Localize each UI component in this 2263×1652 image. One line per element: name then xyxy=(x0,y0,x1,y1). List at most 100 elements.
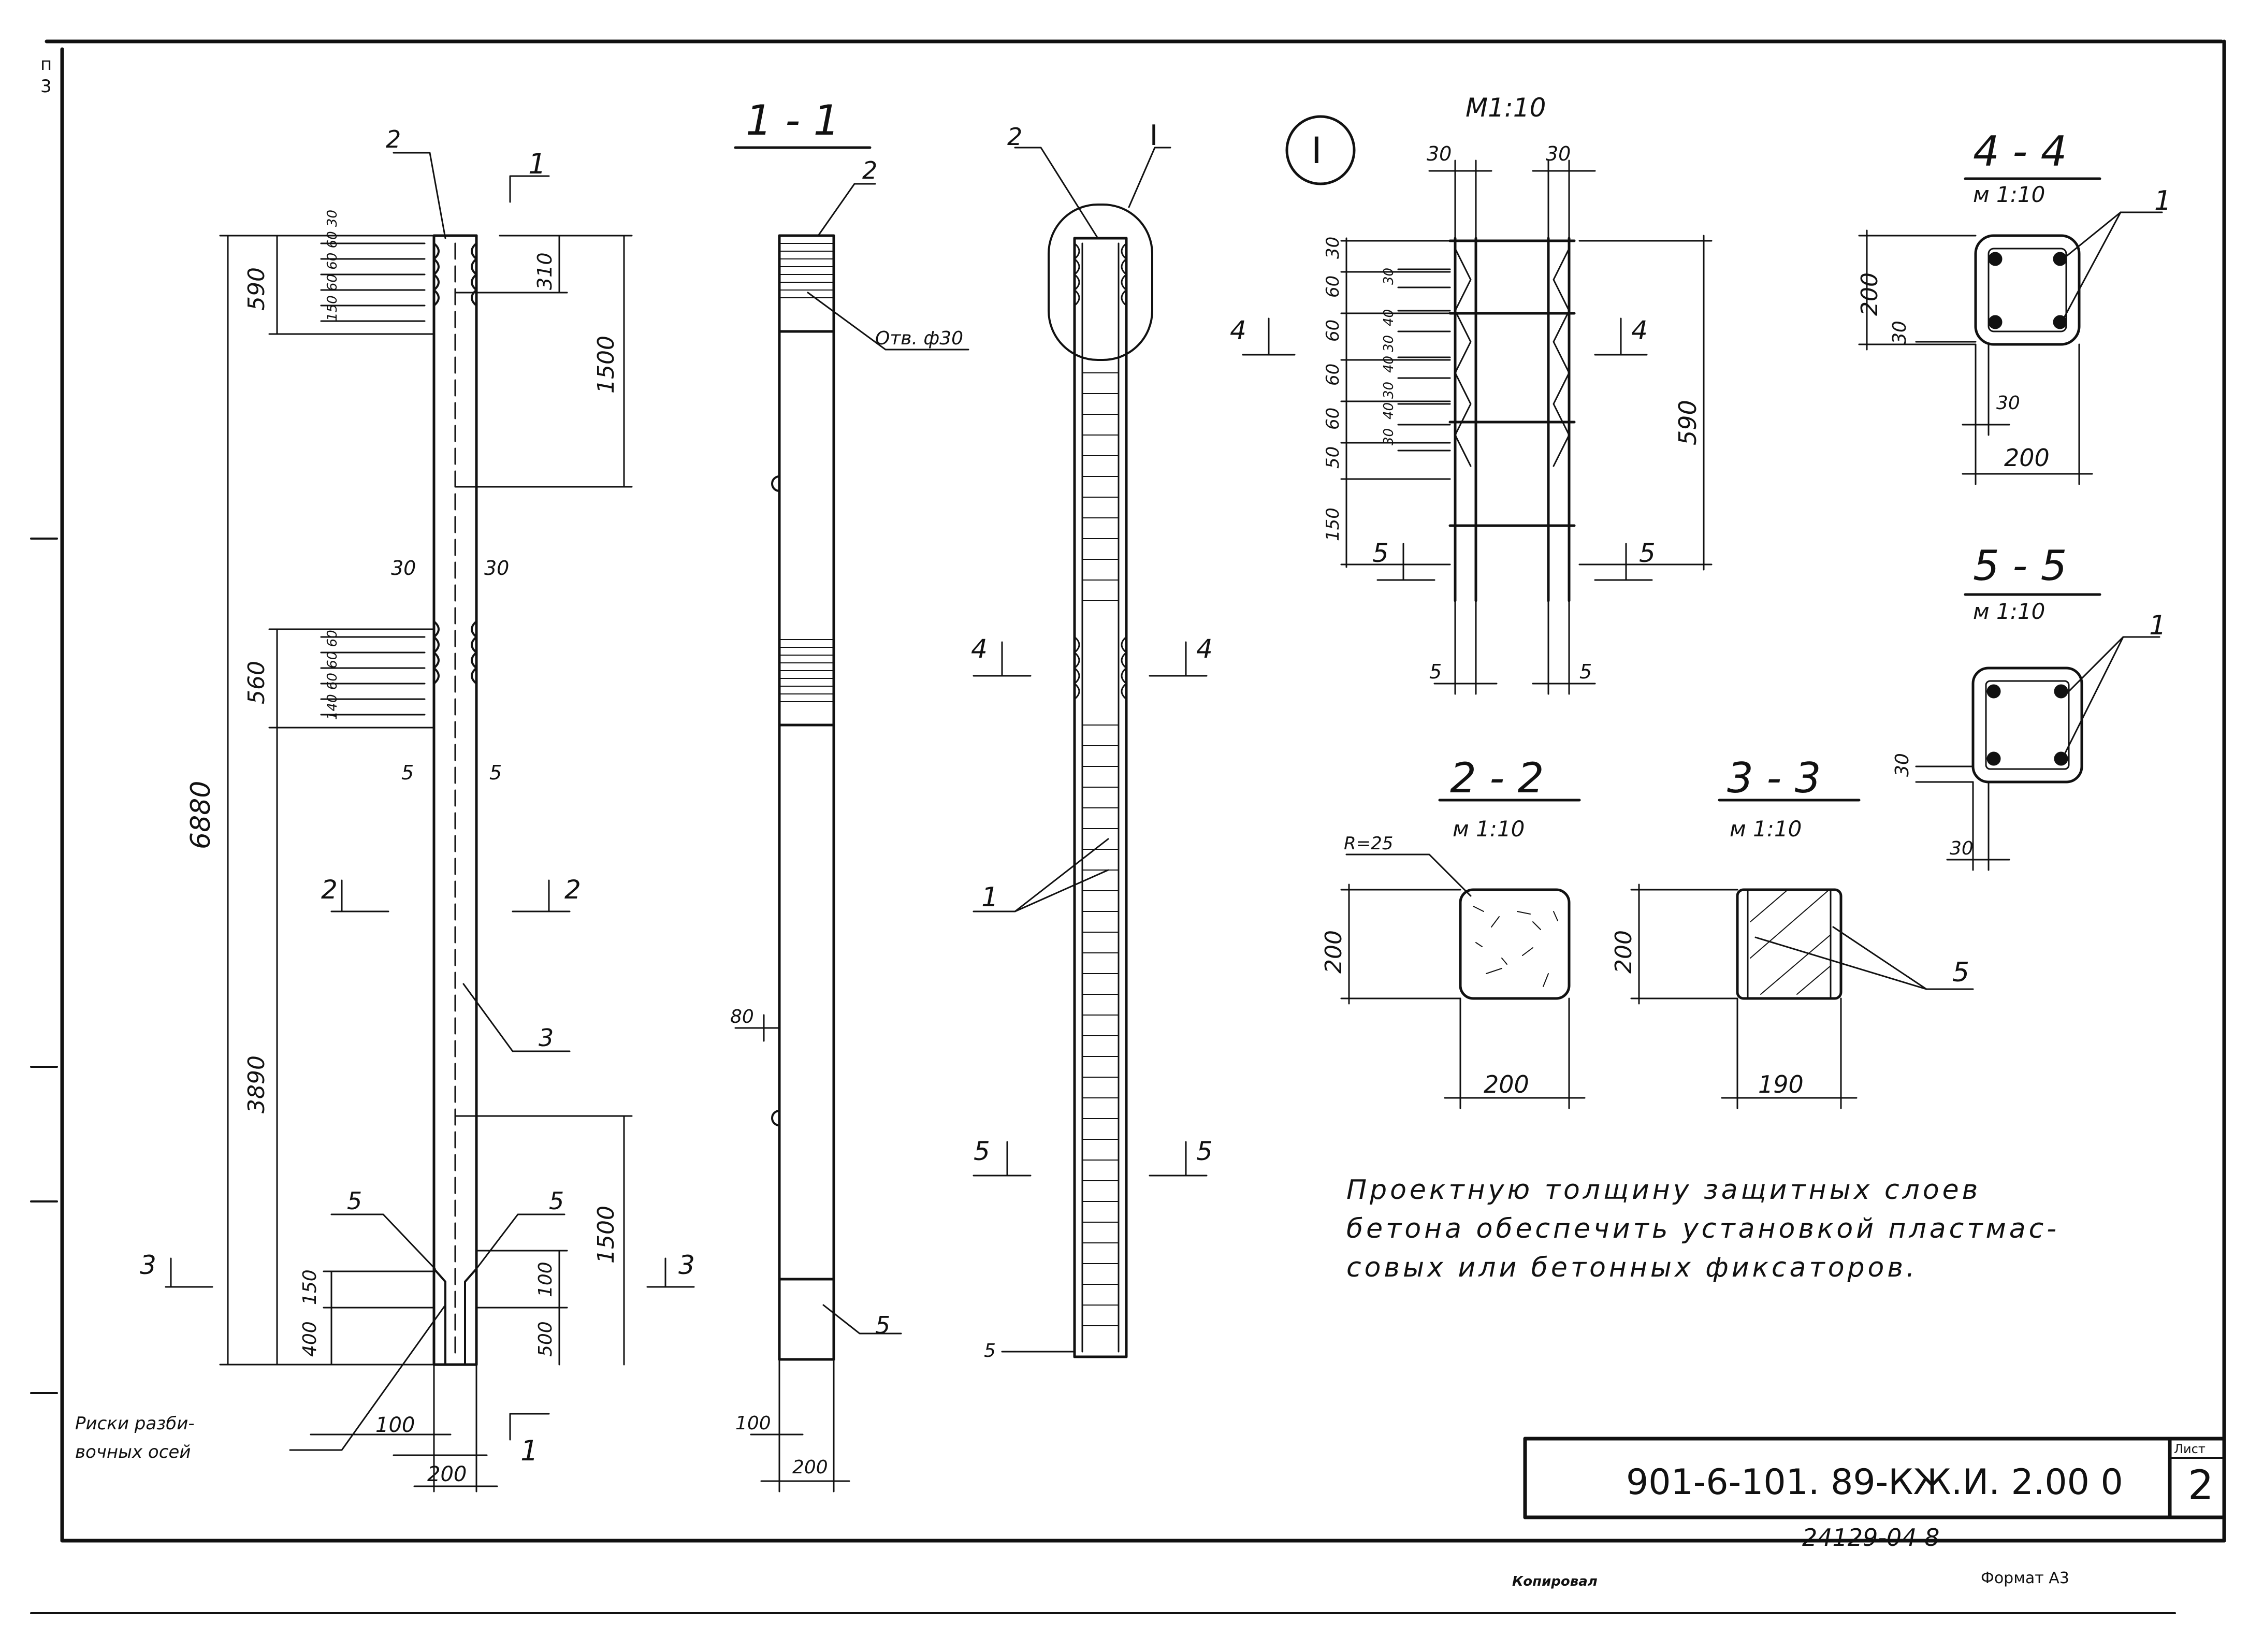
section-1-1-dim-100: 100 xyxy=(735,1413,771,1434)
section-4-4-dimensions xyxy=(1858,211,2163,485)
column-elevation-dimensions xyxy=(165,152,695,1492)
dim-top-zone: 590 xyxy=(243,267,270,311)
detail-I-label: I xyxy=(1311,129,1322,172)
detail-I-mark-4-left: 4 xyxy=(1230,315,1246,345)
callout-5-left: 5 xyxy=(347,1187,362,1215)
section-1-1-callout-2: 2 xyxy=(862,156,877,184)
section-2-2-concrete xyxy=(1473,906,1558,987)
sheet-label: Лист xyxy=(2174,1442,2206,1456)
reinforcement-mark-5-left: 5 xyxy=(974,1136,990,1166)
reinforcement-mark-4-right: 4 xyxy=(1196,634,1213,664)
section-4-4-callout-1: 1 xyxy=(2154,185,2171,216)
section-mark-1-bottom: 1 xyxy=(520,1434,538,1467)
section-5-5-labels: 5 - 5 м 1:10 1 30 30 xyxy=(1892,542,2166,859)
title-block xyxy=(1523,1437,2226,1519)
dim-310: 310 xyxy=(533,252,556,290)
column-elevation-labels: 6880 590 560 3890 1500 1500 310 30 30 5 … xyxy=(75,125,695,1486)
callout-3: 3 xyxy=(539,1024,554,1052)
section-5-5-title: 5 - 5 xyxy=(1973,542,2067,590)
section-3-3-dimensions xyxy=(1630,883,1974,1109)
section-1-1-dimensions xyxy=(734,183,969,1492)
section-1-1-dim-200: 200 xyxy=(792,1457,828,1478)
sheet-number: 2 xyxy=(2188,1462,2214,1509)
section-1-1-labels: 1 - 1 2 5 Отв. ф30 80 100 200 xyxy=(730,96,963,1478)
margin-mark-top: п xyxy=(40,54,52,75)
detail-I-left-60d: 60 xyxy=(1323,408,1343,430)
section-mark-2-left: 2 xyxy=(321,875,338,905)
dim-width-200: 200 xyxy=(427,1462,467,1486)
section-4-4-dim-h: 200 xyxy=(1856,272,1883,316)
dim-400: 400 xyxy=(299,1321,321,1357)
note-line-1: Проектную толщину защитных слоев xyxy=(1346,1175,1981,1206)
dim-top-stack: 150 60 60 60 30 xyxy=(325,210,340,321)
section-mark-1-top: 1 xyxy=(528,148,546,180)
hole-label: Отв. ф30 xyxy=(875,328,963,349)
section-1-1-title: 1 - 1 xyxy=(746,96,840,144)
reinforcement-callout-2: 2 xyxy=(1007,123,1022,151)
dim-100: 100 xyxy=(535,1262,556,1297)
section-3-3-scale: м 1:10 xyxy=(1730,816,1802,842)
section-5-5-scale: м 1:10 xyxy=(1973,599,2045,624)
section-3-3-dim-h: 200 xyxy=(1611,930,1637,974)
detail-I-left-60c: 60 xyxy=(1323,364,1343,386)
section-3-3-title: 3 - 3 xyxy=(1727,754,1821,802)
section-4-4-scale: м 1:10 xyxy=(1973,182,2045,207)
detail-I-dimensions xyxy=(1242,160,1713,695)
margin-mark-bottom: 3 xyxy=(40,76,52,97)
detail-I-left-50: 50 xyxy=(1323,446,1343,469)
detail-I-inner-40a: 40 xyxy=(1381,309,1397,326)
detail-I-drawing xyxy=(1285,115,1576,602)
detail-I-left-150: 150 xyxy=(1323,508,1343,541)
detail-I-dim-5a: 5 xyxy=(1429,660,1442,683)
detail-I-left-60b: 60 xyxy=(1323,320,1343,342)
section-4-4-dim-c1: 30 xyxy=(1889,321,1910,344)
dim-30a: 30 xyxy=(391,557,416,579)
detail-I-mark-4-right: 4 xyxy=(1631,315,1648,345)
section-2-2-drawing xyxy=(1438,799,1581,1000)
detail-I-dim-5b: 5 xyxy=(1579,660,1592,683)
dim-150: 150 xyxy=(299,1269,321,1305)
section-5-5-callout-1: 1 xyxy=(2149,610,2166,641)
copied-label: Копировал xyxy=(1512,1574,1598,1589)
section-3-3-dim-w: 190 xyxy=(1758,1070,1804,1098)
dim-30b: 30 xyxy=(484,557,509,579)
reinforcement-dim-5: 5 xyxy=(984,1340,996,1361)
detail-I-left-30: 30 xyxy=(1323,237,1343,259)
note-line-3: совых или бетонных фиксаторов. xyxy=(1346,1252,1918,1283)
dim-mid-zone: 560 xyxy=(243,661,270,704)
reinforcement-labels: 2 I 1 4 4 5 5 5 xyxy=(971,119,1213,1361)
section-2-2-dim-h: 200 xyxy=(1321,930,1347,974)
detail-I-inner-30d: 30 xyxy=(1381,428,1397,445)
section-1-1-dim-80: 80 xyxy=(730,1006,754,1027)
reinforcement-callout-1: 1 xyxy=(981,882,998,913)
detail-I-scale: М1:10 xyxy=(1466,93,1546,123)
reinforcement-callout-I: I xyxy=(1150,119,1158,152)
reinforcement-stirrups xyxy=(1082,372,1119,1326)
section-2-2-radius: R=25 xyxy=(1344,833,1393,854)
section-3-3-drawing xyxy=(1718,799,1861,1000)
section-4-4-dim-w: 200 xyxy=(2004,444,2050,472)
dim-upper-1500: 1500 xyxy=(593,336,619,394)
detail-I-dim-30a: 30 xyxy=(1427,142,1452,165)
detail-I-left-60a: 60 xyxy=(1323,276,1343,298)
dim-lower-1500: 1500 xyxy=(593,1206,619,1264)
detail-I-inner-40b: 40 xyxy=(1381,356,1397,373)
dim-bottom-100: 100 xyxy=(375,1413,415,1437)
dim-5a: 5 xyxy=(401,761,414,784)
detail-I-mark-5-right: 5 xyxy=(1639,538,1656,568)
section-4-4-labels: 4 - 4 м 1:10 1 200 30 30 200 xyxy=(1856,127,2171,472)
main-note: Проектную толщину защитных слоев бетона … xyxy=(1346,1175,2056,1283)
callout-5-right: 5 xyxy=(549,1187,564,1215)
note-axes-line2: вочных осей xyxy=(75,1442,191,1462)
section-2-2-labels: 2 - 2 м 1:10 R=25 200 200 xyxy=(1321,754,1544,1098)
section-1-1-callout-5: 5 xyxy=(875,1311,890,1339)
section-2-2-scale: м 1:10 xyxy=(1453,816,1525,842)
section-2-2-dim-w: 200 xyxy=(1484,1070,1529,1098)
section-mark-2-right: 2 xyxy=(564,875,581,905)
note-axes-line1: Риски разби- xyxy=(75,1413,195,1434)
section-4-4-title: 4 - 4 xyxy=(1973,127,2067,176)
reinforcement-leaders xyxy=(973,147,1208,1353)
section-2-2-dimensions xyxy=(1340,853,1586,1109)
dim-total: 6880 xyxy=(185,781,216,849)
section-5-5-drawing xyxy=(1964,593,2101,784)
